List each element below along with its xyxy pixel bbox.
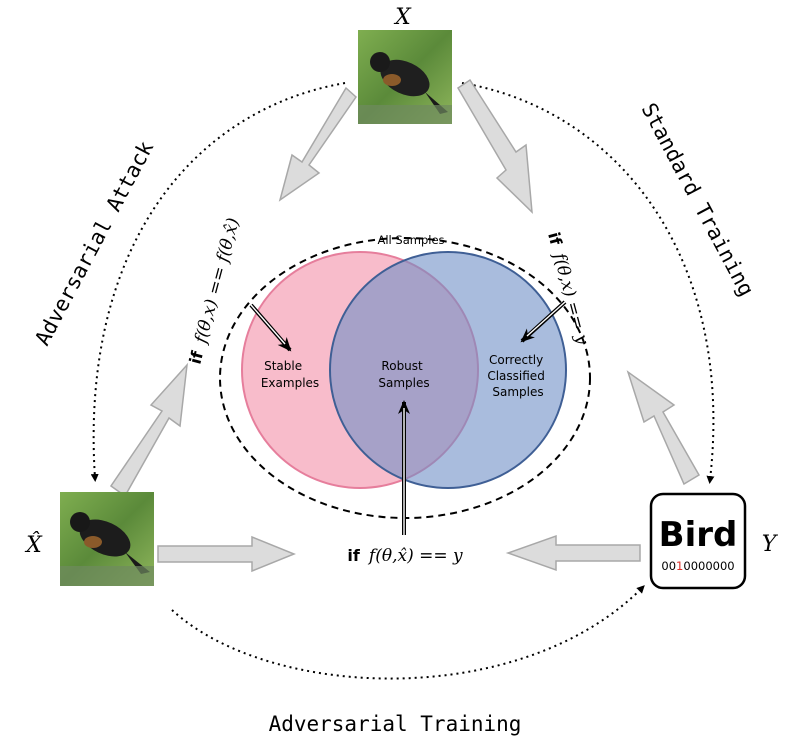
label-one-hot-code: 0010000000 [661,559,734,573]
adversarial-attack-label: Adversarial Attack [30,137,158,350]
gray-arrows [109,78,701,573]
label-box: Bird 0010000000 [649,492,747,590]
arrow-x-to-stable [278,86,357,202]
label-word: Bird [659,515,738,555]
adversarial-training-label: Adversarial Training [269,712,522,736]
arrow-xhat-to-robust [157,535,296,573]
image-x [358,30,452,124]
adversarial-training-arc [171,585,645,680]
standard-training-label: Standard Training [637,99,759,300]
label-x: X [393,5,412,30]
stable-examples-label: Stable Examples [261,359,319,390]
adversarial-attack-arc [90,82,346,482]
arrow-y-to-robust [505,534,641,572]
image-x-hat [60,492,154,586]
label-x-hat: X̂ [24,532,43,558]
condition-stable: if f(θ,x) == f(θ,x̂) [186,216,244,366]
label-y: Y [762,532,779,557]
arrow-xhat-to-stable [109,362,189,498]
all-samples-label: All Samples [377,233,444,247]
svg-text:if f(θ,x) == f(θ,x̂): if f(θ,x) == f(θ,x̂) [186,216,244,366]
correctly-classified-label: Correctly Classified Samples [487,353,548,399]
svg-text:if f(θ,x̂) == y: if f(θ,x̂) == y [347,546,463,566]
arrow-y-to-correct [626,370,701,486]
arrow-x-to-correct [456,78,533,214]
correct-samples-circle [329,251,567,489]
condition-robust: if f(θ,x̂) == y [347,546,463,566]
robust-samples-label: Robust Samples [378,359,429,390]
